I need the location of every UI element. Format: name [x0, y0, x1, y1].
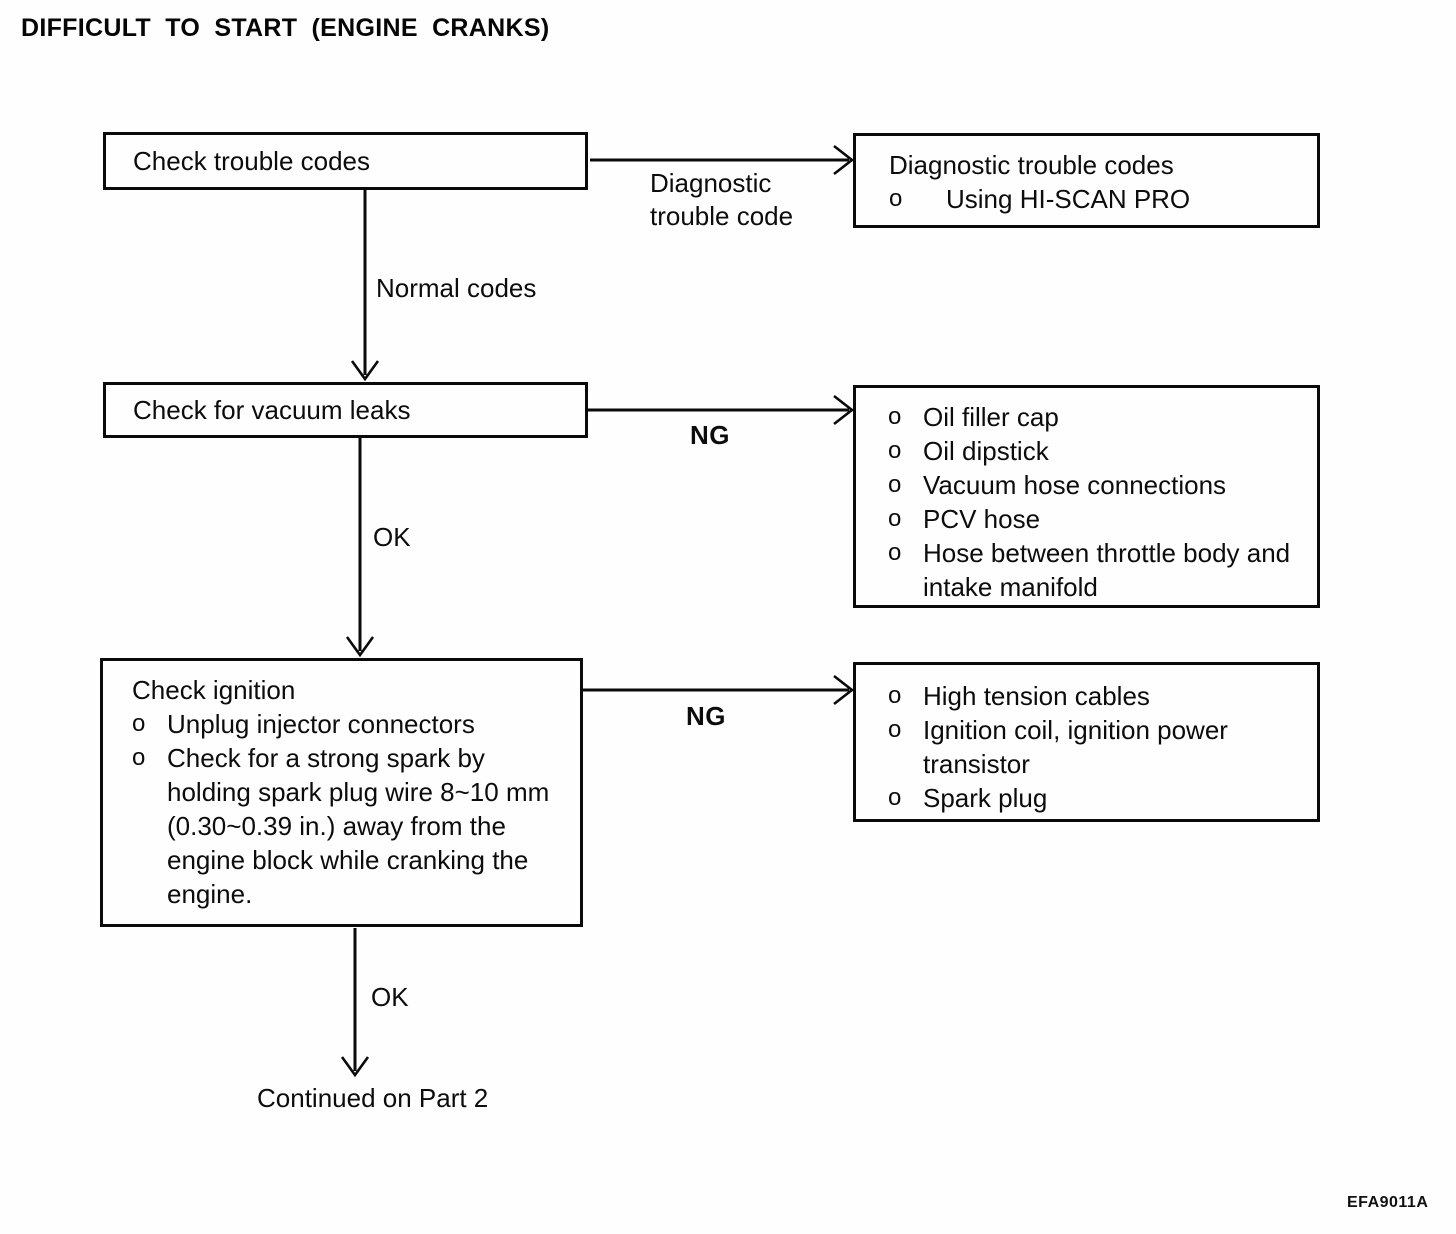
bullet-marker: o — [888, 437, 902, 464]
bullet-marker: o — [888, 682, 902, 709]
list-item-text: High tension cables — [923, 681, 1150, 711]
bullet-marker: o — [888, 716, 902, 743]
result-vacuum-ng: o Oil filler cap o Oil dipstick o Vacuum… — [853, 385, 1320, 608]
list-item: o Using HI-SCAN PRO — [889, 182, 1303, 216]
page-title: DIFFICULT TO START (ENGINE CRANKS) — [21, 14, 550, 42]
step-check-vacuum-leaks: Check for vacuum leaks — [103, 382, 588, 438]
list-item: o Ignition coil, ignition power transist… — [888, 713, 1303, 781]
edge-label-ok-ignition: OK — [371, 982, 409, 1012]
list-item-text: Check for a strong spark by holding spar… — [167, 743, 550, 909]
result-diagnostic-trouble-codes-title: Diagnostic trouble codes — [889, 150, 1174, 180]
list-item: o Oil dipstick — [888, 434, 1303, 468]
step-check-ignition-title: Check ignition — [132, 675, 296, 705]
step-check-trouble-codes: Check trouble codes — [103, 132, 588, 190]
list-item: o Spark plug — [888, 781, 1303, 815]
list-item-text: Unplug injector connectors — [167, 709, 475, 739]
bullet-marker: o — [888, 471, 902, 498]
arrow-step3-to-continued — [340, 928, 370, 1078]
edge-label-normal-codes: Normal codes — [376, 273, 537, 303]
list-item: o Hose between throttle body and intake … — [888, 536, 1303, 604]
list-item-text: Spark plug — [923, 783, 1048, 813]
bullet-marker: o — [888, 505, 902, 532]
list-item-text: Oil filler cap — [923, 402, 1059, 432]
list-item-text: Vacuum hose connections — [923, 470, 1227, 500]
list-item-text: Using HI-SCAN PRO — [946, 184, 1191, 214]
list-item: o Oil filler cap — [888, 400, 1303, 434]
figure-code: EFA9011A — [1347, 1194, 1429, 1211]
bullet-marker: o — [888, 539, 902, 566]
bullet-marker: o — [889, 185, 903, 212]
step-check-ignition: Check ignition o Unplug injector connect… — [100, 658, 583, 927]
list-item-text: Ignition coil, ignition power transistor — [923, 715, 1228, 779]
list-item-text: PCV hose — [923, 504, 1041, 534]
step-check-vacuum-leaks-label: Check for vacuum leaks — [133, 395, 411, 425]
bullet-marker: o — [888, 784, 902, 811]
step-check-trouble-codes-label: Check trouble codes — [133, 146, 371, 176]
edge-label-ok-vacuum: OK — [373, 522, 411, 552]
list-item: o Unplug injector connectors — [132, 707, 564, 741]
list-item-text: Oil dipstick — [923, 436, 1049, 466]
edge-label-ng-vacuum: NG — [690, 420, 730, 450]
list-item-text: Hose between throttle body and intake ma… — [923, 538, 1291, 602]
list-item: o High tension cables — [888, 679, 1303, 713]
list-item: o PCV hose — [888, 502, 1303, 536]
result-diagnostic-trouble-codes: Diagnostic trouble codes o Using HI-SCAN… — [853, 133, 1320, 228]
bullet-marker: o — [888, 403, 902, 430]
list-item: o Check for a strong spark by holding sp… — [132, 741, 564, 911]
list-item: o Vacuum hose connections — [888, 468, 1303, 502]
bullet-marker: o — [132, 744, 146, 771]
arrow-step2-to-step3 — [345, 438, 375, 658]
bullet-marker: o — [132, 710, 146, 737]
arrow-step1-to-step2 — [350, 190, 380, 382]
edge-label-ng-ignition: NG — [686, 701, 726, 731]
terminal-continued-on-part-2: Continued on Part 2 — [257, 1083, 489, 1113]
result-ignition-ng: o High tension cables o Ignition coil, i… — [853, 662, 1320, 822]
edge-label-diagnostic-trouble-code: Diagnostic trouble code — [650, 168, 794, 231]
